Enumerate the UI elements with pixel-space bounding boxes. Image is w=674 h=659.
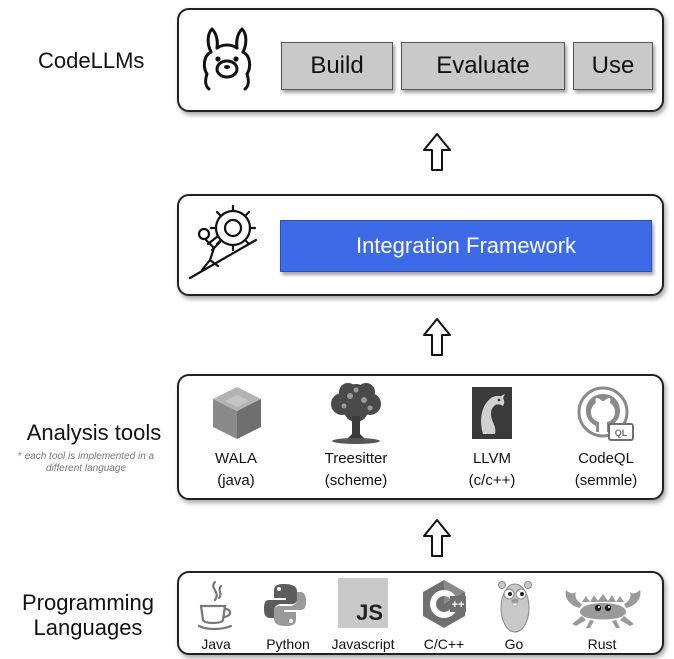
lang-cpp: C/C++ [423,636,465,652]
codellms-label: CodeLLMs [38,48,145,73]
analysis-tools-panel [177,374,664,500]
cpp-icon: ++ [423,580,466,628]
tool-language: (scheme) [324,471,388,489]
label-line-2: Languages [33,615,143,641]
up-arrow-icon [423,519,451,557]
java-cup-icon [197,580,233,631]
lang-python: Python [266,636,310,652]
programming-languages-label: Programming Languages [6,590,170,641]
analysis-tools-note: * each tool is implemented in a differen… [0,451,172,475]
tool-wala: WALA (java) [181,448,291,492]
cpp-plus-text: ++ [452,599,465,611]
tool-treesitter: Treesitter (scheme) [301,448,411,492]
llama-icon [202,27,252,91]
js-icon-text: JS [356,600,383,625]
note-star: * [17,451,22,462]
tool-name: WALA [215,450,257,467]
codellms-panel: Build Evaluate Use [177,8,664,112]
ql-text: QL [615,428,628,438]
github-ql-icon: QL [577,386,634,441]
crab-icon [565,590,641,628]
tool-name: Treesitter [324,450,388,467]
analysis-tools-label: Analysis tools [26,420,162,445]
dragon-icon [472,387,512,439]
lang-rust: Rust [587,636,617,652]
gopher-icon [498,581,532,633]
up-arrow-icon [423,318,451,356]
tool-codeql: CodeQL (semmle) [551,448,661,492]
tool-name: LLVM [472,450,512,467]
lang-go: Go [504,636,524,652]
tool-llvm: LLVM (c/c++) [437,448,547,492]
lang-java: Java [201,636,231,652]
integration-framework-bar: Integration Framework [280,220,652,272]
cube-icon [213,387,261,439]
lang-javascript: Javascript [331,636,395,652]
use-button[interactable]: Use [573,42,653,90]
label-line-1: Programming [21,590,155,615]
tree-icon [331,383,381,444]
up-arrow-icon [423,133,451,171]
note-text: each tool is implemented in a different … [24,451,155,474]
tool-language: (semmle) [574,471,638,489]
js-icon: JS [338,578,388,628]
tool-name: CodeQL [578,450,634,467]
tool-language: (java) [217,471,255,489]
evaluate-button[interactable]: Evaluate [401,42,565,90]
build-button[interactable]: Build [281,42,393,90]
person-pushing-gear-icon [188,204,258,280]
python-icon [264,584,306,626]
tool-language: (c/c++) [468,471,516,489]
